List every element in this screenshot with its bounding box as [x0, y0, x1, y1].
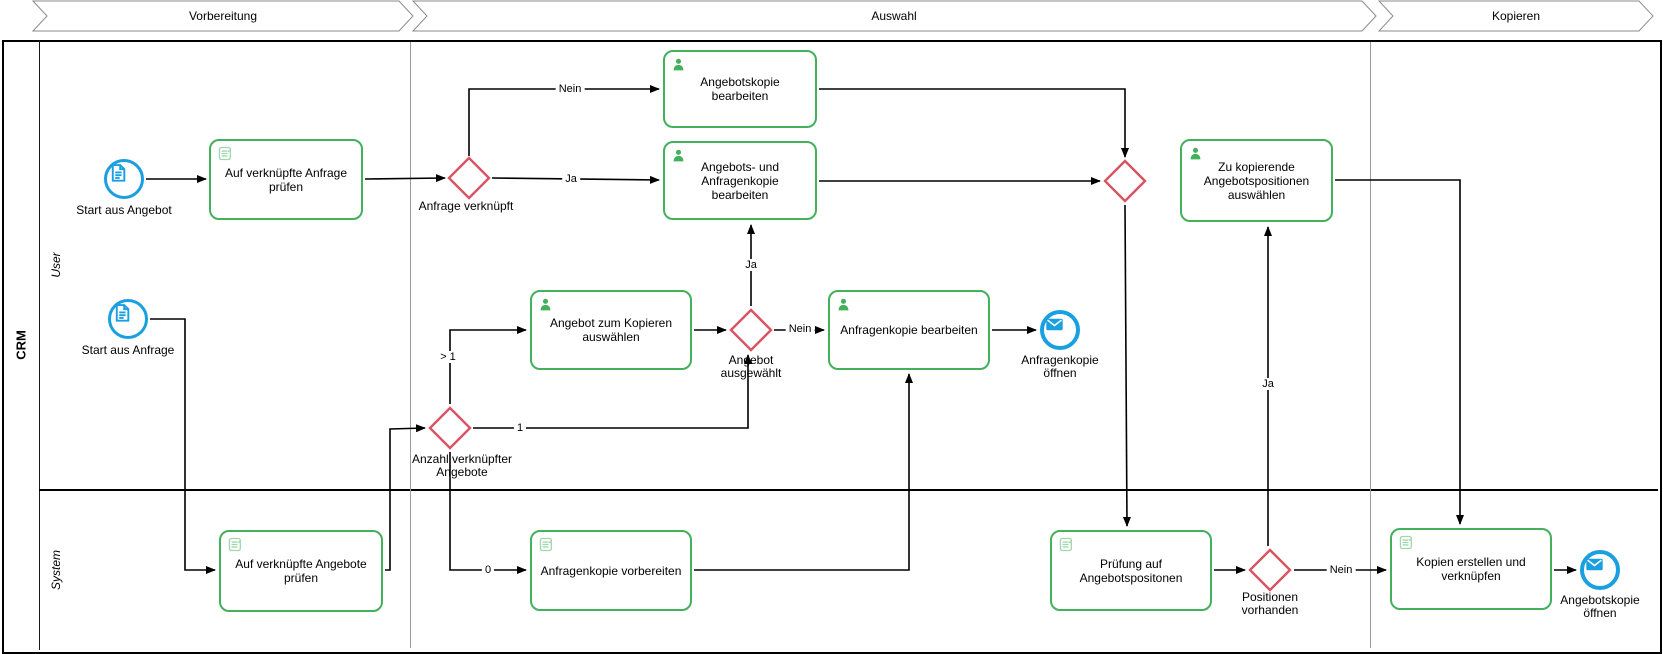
envelope-icon [1046, 318, 1063, 331]
task-label: Zu kopierende Angebotspositionen auswähl… [1203, 159, 1310, 202]
flow-label-null: 0 [481, 564, 495, 576]
flow-zu-kopierende-to-kopien-erstellen [1335, 179, 1464, 525]
phase-separator-2 [1370, 42, 1371, 648]
task-label: Auf verknüpfte Anfrage prüfen [224, 165, 348, 194]
task-anfragenkopie-bearbeiten[interactable]: Anfragenkopie bearbeiten [828, 290, 990, 370]
phase-band-kopieren [1377, 0, 1654, 32]
task-label: Anfragenkopie bearbeiten [840, 323, 978, 337]
start-event-aus-angebot[interactable] [104, 159, 144, 199]
flow-label-ja: Ja [562, 173, 580, 185]
task-angebot-zum-kopieren-auswaehlen[interactable]: Angebot zum Kopieren auswählen [530, 290, 692, 370]
user-task-icon [673, 58, 684, 71]
task-label: Auf verknüpfte Angebote prüfen [235, 557, 367, 585]
label-positionen-vorhanden: Positionen vorhanden [1241, 590, 1299, 617]
flow-anzahl-eins-to-angebot-ausgewaehlt [473, 354, 752, 429]
flow-anzahl-null-to-anfragenkopie-vorbereiten [449, 452, 527, 574]
pool-name-divider [39, 40, 40, 650]
user-task-icon [1190, 147, 1201, 160]
task-label: Kopien erstellen und verknüpfen [1416, 555, 1526, 583]
script-task-icon [1399, 535, 1412, 550]
flow-label-nein: Nein [555, 83, 585, 95]
script-task-icon [228, 537, 241, 552]
task-zu-kopierende-angebotspositionen[interactable]: Zu kopierende Angebotspositionen auswähl… [1180, 139, 1333, 222]
gateway-positionen-vorhanden[interactable] [1248, 548, 1292, 592]
gateway-anzahl-verknuepfter-angebote[interactable] [428, 406, 472, 450]
start-event-aus-anfrage[interactable] [108, 299, 148, 339]
flow-label-ja-positionen: Ja [1259, 378, 1277, 390]
lane-divider [39, 489, 1658, 491]
label-start-aus-anfrage: Start aus Anfrage [81, 343, 175, 357]
task-kopien-erstellen-und-verknuepfen[interactable]: Kopien erstellen und verknüpfen [1390, 528, 1552, 610]
user-task-icon [673, 149, 684, 162]
document-icon [115, 304, 130, 322]
task-angebots-und-anfragenkopie-bearbeiten[interactable]: Angebots- und Anfragenkopie bearbeiten [663, 141, 817, 220]
phase-label-kopieren: Kopieren [1491, 9, 1541, 23]
flow-label-nein-positionen: Nein [1326, 564, 1356, 576]
end-event-anfragenkopie-oeffnen[interactable] [1040, 310, 1080, 350]
envelope-icon [1586, 558, 1603, 571]
phase-separator-1 [410, 42, 411, 648]
flow-angebote-pruefen-to-anzahl-gateway [385, 424, 426, 571]
task-angebotskopie-bearbeiten[interactable]: Angebotskopie bearbeiten [663, 50, 817, 128]
label-anfrage-verknuepft: Anfrage verknüpft [418, 199, 514, 213]
label-anfragenkopie-oeffnen: Anfragenkopie öffnen [1021, 353, 1099, 380]
task-label: Anfragenkopie vorbereiten [540, 563, 682, 578]
pool-crm [2, 40, 1662, 654]
flow-label-nein-angebot: Nein [785, 323, 815, 335]
phase-label-auswahl: Auswahl [871, 9, 917, 23]
flow-label-eins: 1 [513, 422, 527, 434]
script-task-icon [218, 146, 231, 161]
user-task-icon [540, 298, 551, 311]
phase-band-auswahl [411, 0, 1377, 32]
label-angebot-ausgewaehlt: Angebot ausgewählt [720, 353, 782, 380]
gateway-angebot-ausgewaehlt[interactable] [729, 308, 773, 352]
flow-start-anfrage-to-angebote-pruefen [150, 318, 216, 574]
script-task-icon [539, 537, 552, 552]
task-label: Angebots- und Anfragenkopie bearbeiten [700, 159, 780, 202]
task-auf-verknuepfte-anfrage-pruefen[interactable]: Auf verknüpfte Anfrage prüfen [209, 139, 363, 220]
task-anfragenkopie-vorbereiten[interactable]: Anfragenkopie vorbereiten [530, 530, 692, 611]
task-label: Prüfung auf Angebotspositonen [1079, 556, 1183, 585]
phase-header [31, 0, 1654, 32]
label-angebotskopie-oeffnen: Angebotskopie öffnen [1560, 593, 1640, 620]
end-event-angebotskopie-oeffnen[interactable] [1580, 550, 1620, 590]
task-auf-verknuepfte-angebote-pruefen[interactable]: Auf verknüpfte Angebote prüfen [219, 530, 383, 612]
phase-band-vorbereitung [31, 0, 414, 32]
label-start-aus-angebot: Start aus Angebot [76, 203, 172, 217]
task-label: Angebotskopie bearbeiten [700, 75, 780, 103]
user-task-icon [838, 298, 849, 311]
flow-label-groesser-eins: > 1 [437, 351, 459, 363]
task-label: Angebot zum Kopieren auswählen [549, 316, 673, 344]
flow-gateway-nein-to-angebotskopie [468, 85, 660, 156]
flow-anfrage-pruefen-to-gateway [364, 174, 446, 183]
flow-angebotskopie-to-merge [819, 88, 1129, 158]
task-pruefung-auf-angebotspositonen[interactable]: Prüfung auf Angebotspositonen [1050, 530, 1212, 611]
flow-anzahl-groesser-eins-to-angebot-kopieren [449, 326, 527, 404]
flow-anfragenkopie-vorbereiten-up [694, 373, 913, 571]
phase-label-vorbereitung: Vorbereitung [188, 9, 258, 23]
label-anzahl-verknuepfter-angebote: Anzahl verknüpfter Angebote [411, 452, 513, 479]
flow-merge-to-pruefung [1122, 204, 1131, 527]
gateway-merge[interactable] [1103, 159, 1147, 203]
flow-label-ja-angebot: Ja [742, 259, 760, 271]
document-icon [111, 164, 126, 182]
script-task-icon [1059, 537, 1072, 552]
gateway-anfrage-verknuepft[interactable] [447, 156, 491, 200]
